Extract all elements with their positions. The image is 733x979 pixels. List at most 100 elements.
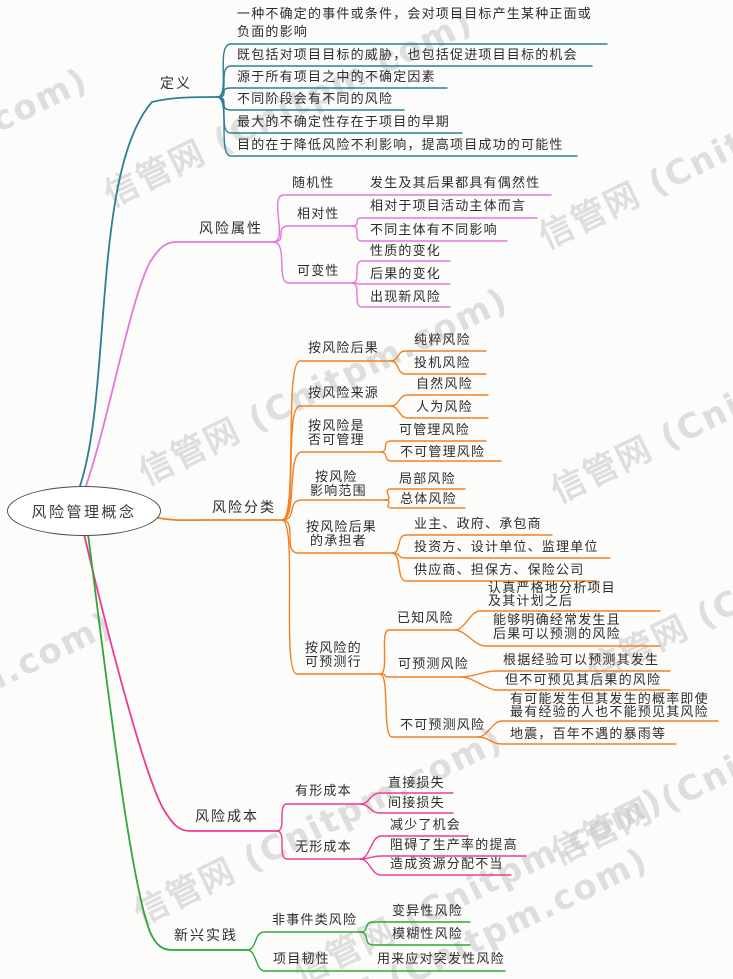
branch-line — [454, 610, 661, 631]
topic-by-bearer[interactable]: 按风险后果 — [306, 520, 378, 535]
branch-line — [276, 830, 361, 860]
topic-by-manageability[interactable]: 按风险是 — [308, 419, 365, 434]
classification-item-text[interactable]: 纯粹风险 — [414, 333, 471, 348]
topic-known-risk[interactable]: 已知风险 — [397, 611, 454, 626]
branch-line — [384, 499, 466, 509]
topic-tangible-cost[interactable]: 有形成本 — [295, 784, 352, 799]
branch-line — [351, 260, 451, 284]
cost-item-text[interactable]: 直接损失 — [388, 776, 445, 791]
attributes-item-text[interactable]: 发生及其后果都具有偶然性 — [370, 176, 541, 191]
classification-item-text[interactable]: 根据经验可以预测其发生 — [503, 653, 660, 668]
attributes-item-text[interactable]: 不同主体有不同影响 — [370, 223, 498, 238]
classification-item-text[interactable]: 最有经验的人也不能预见其风险 — [510, 705, 709, 720]
attributes-item-text[interactable]: 后果的变化 — [370, 267, 442, 282]
branch-line — [351, 225, 508, 242]
branch-line — [379, 673, 463, 678]
definition-item-text[interactable]: 最大的不确定性存在于项目的早期 — [237, 115, 451, 130]
branch-line — [477, 720, 719, 738]
classification-item-text[interactable]: 可管理风险 — [399, 423, 471, 438]
topic-classification[interactable]: 风险分类 — [212, 500, 276, 516]
branch-line — [389, 394, 489, 407]
topic-by-source[interactable]: 按风险来源 — [308, 386, 380, 401]
definition-item-text[interactable]: 既包括对项目目标的威胁，也包括促进项目目标的机会 — [237, 48, 578, 63]
classification-item-text[interactable]: 局部风险 — [399, 472, 456, 487]
classification-item-text[interactable]: 不可管理风险 — [400, 445, 486, 460]
attributes-item-text[interactable]: 相对于项目活动主体而言 — [370, 199, 527, 214]
branch-classification-lines — [157, 350, 719, 745]
classification-item-text[interactable]: 但不可预见其后果的风险 — [505, 673, 662, 688]
classification-item-text[interactable]: 后果可以预测的风险 — [493, 627, 621, 642]
branch-line — [246, 949, 506, 972]
branch-line — [379, 673, 479, 738]
topic-variability[interactable]: 可变性 — [297, 264, 340, 279]
branch-line — [83, 533, 278, 832]
cost-item-text[interactable]: 造成资源分配不当 — [390, 857, 504, 872]
branch-line — [272, 194, 552, 243]
branch-line — [79, 96, 218, 487]
branch-line — [359, 858, 512, 876]
topic-randomness[interactable]: 随机性 — [292, 176, 335, 191]
attributes-item-text[interactable]: 性质的变化 — [370, 244, 442, 259]
branch-line — [216, 43, 608, 98]
emerging-item-text[interactable]: 模糊性风险 — [392, 927, 464, 942]
topic-cost[interactable]: 风险成本 — [195, 809, 259, 825]
branch-line — [281, 405, 391, 521]
topic-by-consequence[interactable]: 按风险后果 — [308, 341, 380, 356]
topic-by-bearer[interactable]: 的承担者 — [310, 534, 367, 549]
classification-item-text[interactable]: 投机风险 — [414, 356, 471, 371]
classification-item-text[interactable]: 及其计划之后 — [488, 594, 574, 609]
topic-non-event-risk[interactable]: 非事件类风险 — [272, 913, 358, 928]
classification-item-text[interactable]: 投资方、设计单位、监理单位 — [414, 540, 599, 555]
definition-item-text[interactable]: 一种不确定的事件或条件，会对项目目标产生某种正面或 — [237, 7, 593, 22]
branch-line — [281, 451, 381, 521]
topic-by-predictability[interactable]: 按风险的 — [305, 641, 362, 656]
branch-line — [281, 519, 393, 554]
emerging-item-text[interactable]: 变异性风险 — [392, 904, 464, 919]
topic-relativity[interactable]: 相对性 — [297, 207, 340, 222]
topic-by-scope[interactable]: 影响范围 — [310, 484, 367, 499]
root-topic[interactable]: 风险管理概念 — [7, 486, 161, 536]
definition-item-text[interactable]: 目的在于降低风险不利影响，提高项目成功的可能性 — [237, 138, 564, 153]
topic-resilience[interactable]: 项目韧性 — [273, 952, 330, 967]
topic-attributes[interactable]: 风险属性 — [199, 221, 263, 237]
classification-item-text[interactable]: 有可能发生但其发生的概率即使 — [510, 692, 709, 707]
branch-definition-lines — [79, 43, 608, 487]
cost-item-text[interactable]: 减少了机会 — [390, 818, 462, 833]
topic-unpredictable-risk[interactable]: 不可预测风险 — [400, 718, 486, 733]
branch-line — [379, 629, 456, 675]
topic-by-manageability[interactable]: 否可管理 — [308, 433, 365, 448]
topic-emerging[interactable]: 新兴实践 — [174, 928, 238, 944]
attributes-item-text[interactable]: 出现新风险 — [370, 290, 442, 305]
classification-item-text[interactable]: 业主、政府、承包商 — [414, 517, 542, 532]
branch-line — [391, 534, 553, 554]
topic-intangible-cost[interactable]: 无形成本 — [295, 840, 352, 855]
cost-item-text[interactable]: 间接损失 — [388, 796, 445, 811]
cost-item-text[interactable]: 阻碍了生产率的提高 — [390, 838, 518, 853]
branch-line — [454, 629, 661, 647]
classification-item-text[interactable]: 自然风险 — [416, 377, 473, 392]
classification-item-text[interactable]: 认真严格地分析项目 — [488, 581, 616, 596]
definition-item-text[interactable]: 源于所有项目之中的不确定因素 — [237, 70, 436, 85]
classification-item-text[interactable]: 能够明确经常发生且 — [493, 613, 621, 628]
branch-line — [389, 360, 487, 375]
emerging-item-text[interactable]: 用来应对突发性风险 — [377, 952, 505, 967]
topic-by-predictability[interactable]: 可预测行 — [305, 655, 362, 670]
branch-line — [477, 736, 677, 745]
topic-by-scope[interactable]: 按风险 — [315, 470, 358, 485]
classification-item-text[interactable]: 地震，百年不遇的暴雨等 — [510, 727, 667, 742]
branch-line — [461, 676, 671, 691]
classification-item-text[interactable]: 总体风险 — [400, 492, 457, 507]
topic-definition[interactable]: 定义 — [160, 76, 192, 92]
branch-line — [276, 803, 361, 832]
branch-line — [281, 499, 386, 521]
classification-item-text[interactable]: 供应商、担保方、保险公司 — [414, 563, 585, 578]
definition-item-text[interactable]: 不同阶段会有不同的风险 — [237, 92, 394, 107]
topic-predictable-risk[interactable]: 可预测风险 — [398, 657, 470, 672]
classification-item-text[interactable]: 人为风险 — [416, 400, 473, 415]
branch-line — [359, 792, 454, 805]
branch-cost-lines — [83, 533, 527, 876]
definition-item-text[interactable]: 负面的影响 — [237, 25, 309, 40]
branch-line — [85, 241, 274, 487]
